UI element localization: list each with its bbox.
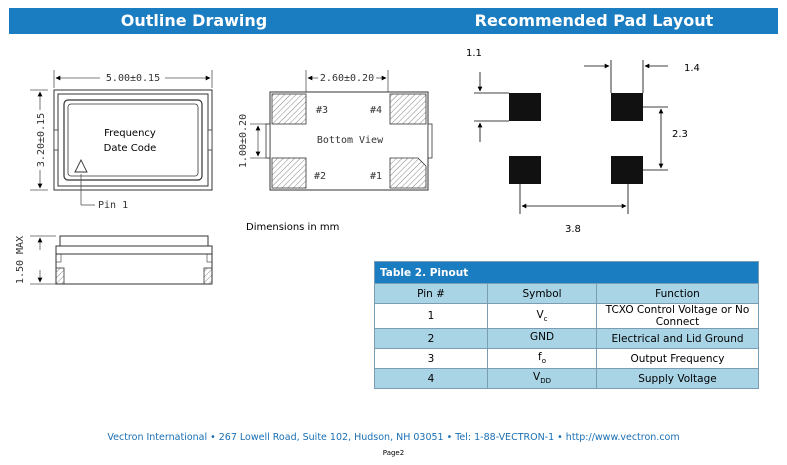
table-row: 3 fo Output Frequency — [374, 348, 759, 369]
bottom-width-dim: 2.60±0.20 — [320, 73, 374, 84]
pad-top-right — [611, 93, 643, 121]
table-row: 1 Vc TCXO Control Voltage or No Connect — [374, 303, 759, 329]
dim-pitch-horizontal: 3.8 — [565, 224, 581, 235]
section-banner: Outline Drawing Recommended Pad Layout — [9, 8, 778, 34]
outline-width-dim: 5.00±0.15 — [106, 73, 160, 84]
pin3-label: #3 — [316, 105, 328, 116]
table-title: Table 2. Pinout — [374, 261, 759, 284]
frequency-label: Frequency — [104, 128, 156, 139]
outline-side-view: 1.50 MAX — [15, 235, 213, 285]
dimensions-note: Dimensions in mm — [246, 222, 340, 233]
pad-layout-heading: Recommended Pad Layout — [474, 11, 714, 30]
dim-pad-height: 1.1 — [466, 48, 482, 59]
col-function: Function — [596, 283, 759, 304]
footer-contact: Vectron International • 267 Lowell Road,… — [107, 432, 680, 443]
pin1-bottom-label: #1 — [370, 171, 382, 182]
bottom-view-label: Bottom View — [317, 135, 384, 146]
col-symbol: Symbol — [487, 283, 597, 304]
pin4-label: #4 — [370, 105, 382, 116]
page-number: Page2 — [382, 449, 405, 457]
pin2-label: #2 — [314, 171, 326, 182]
pad-top-left — [509, 93, 541, 121]
bottom-height-dim: 1.00±0.20 — [238, 114, 249, 168]
dim-pad-width: 1.4 — [684, 63, 700, 74]
side-height-dim: 1.50 MAX — [15, 236, 26, 284]
pad-bottom-right — [611, 156, 643, 184]
date-code-label: Date Code — [104, 143, 157, 154]
dim-pitch-vertical: 2.3 — [672, 129, 688, 140]
outline-height-dim: 3.20±0.15 — [36, 113, 47, 167]
table-row: 4 VDD Supply Voltage — [374, 368, 759, 389]
pin1-triangle-icon — [74, 158, 88, 173]
col-pin: Pin # — [374, 283, 488, 304]
outline-top-view: 5.00±0.15 3.20±0.15 Frequency Date Code … — [30, 70, 213, 211]
pin1-label: Pin 1 — [98, 200, 128, 211]
pad-bottom-left — [509, 156, 541, 184]
outline-drawing-heading: Outline Drawing — [120, 11, 268, 30]
pad-layout: 1.1 1.4 2.3 3.8 — [466, 48, 700, 235]
pinout-table: Table 2. Pinout Pin # Symbol Function 1 … — [374, 261, 759, 389]
bottom-view: 2.60±0.20 1.00±0.20 #3 #4 Bottom View #2… — [238, 70, 433, 191]
table-row: 2 GND Electrical and Lid Ground — [374, 328, 759, 349]
